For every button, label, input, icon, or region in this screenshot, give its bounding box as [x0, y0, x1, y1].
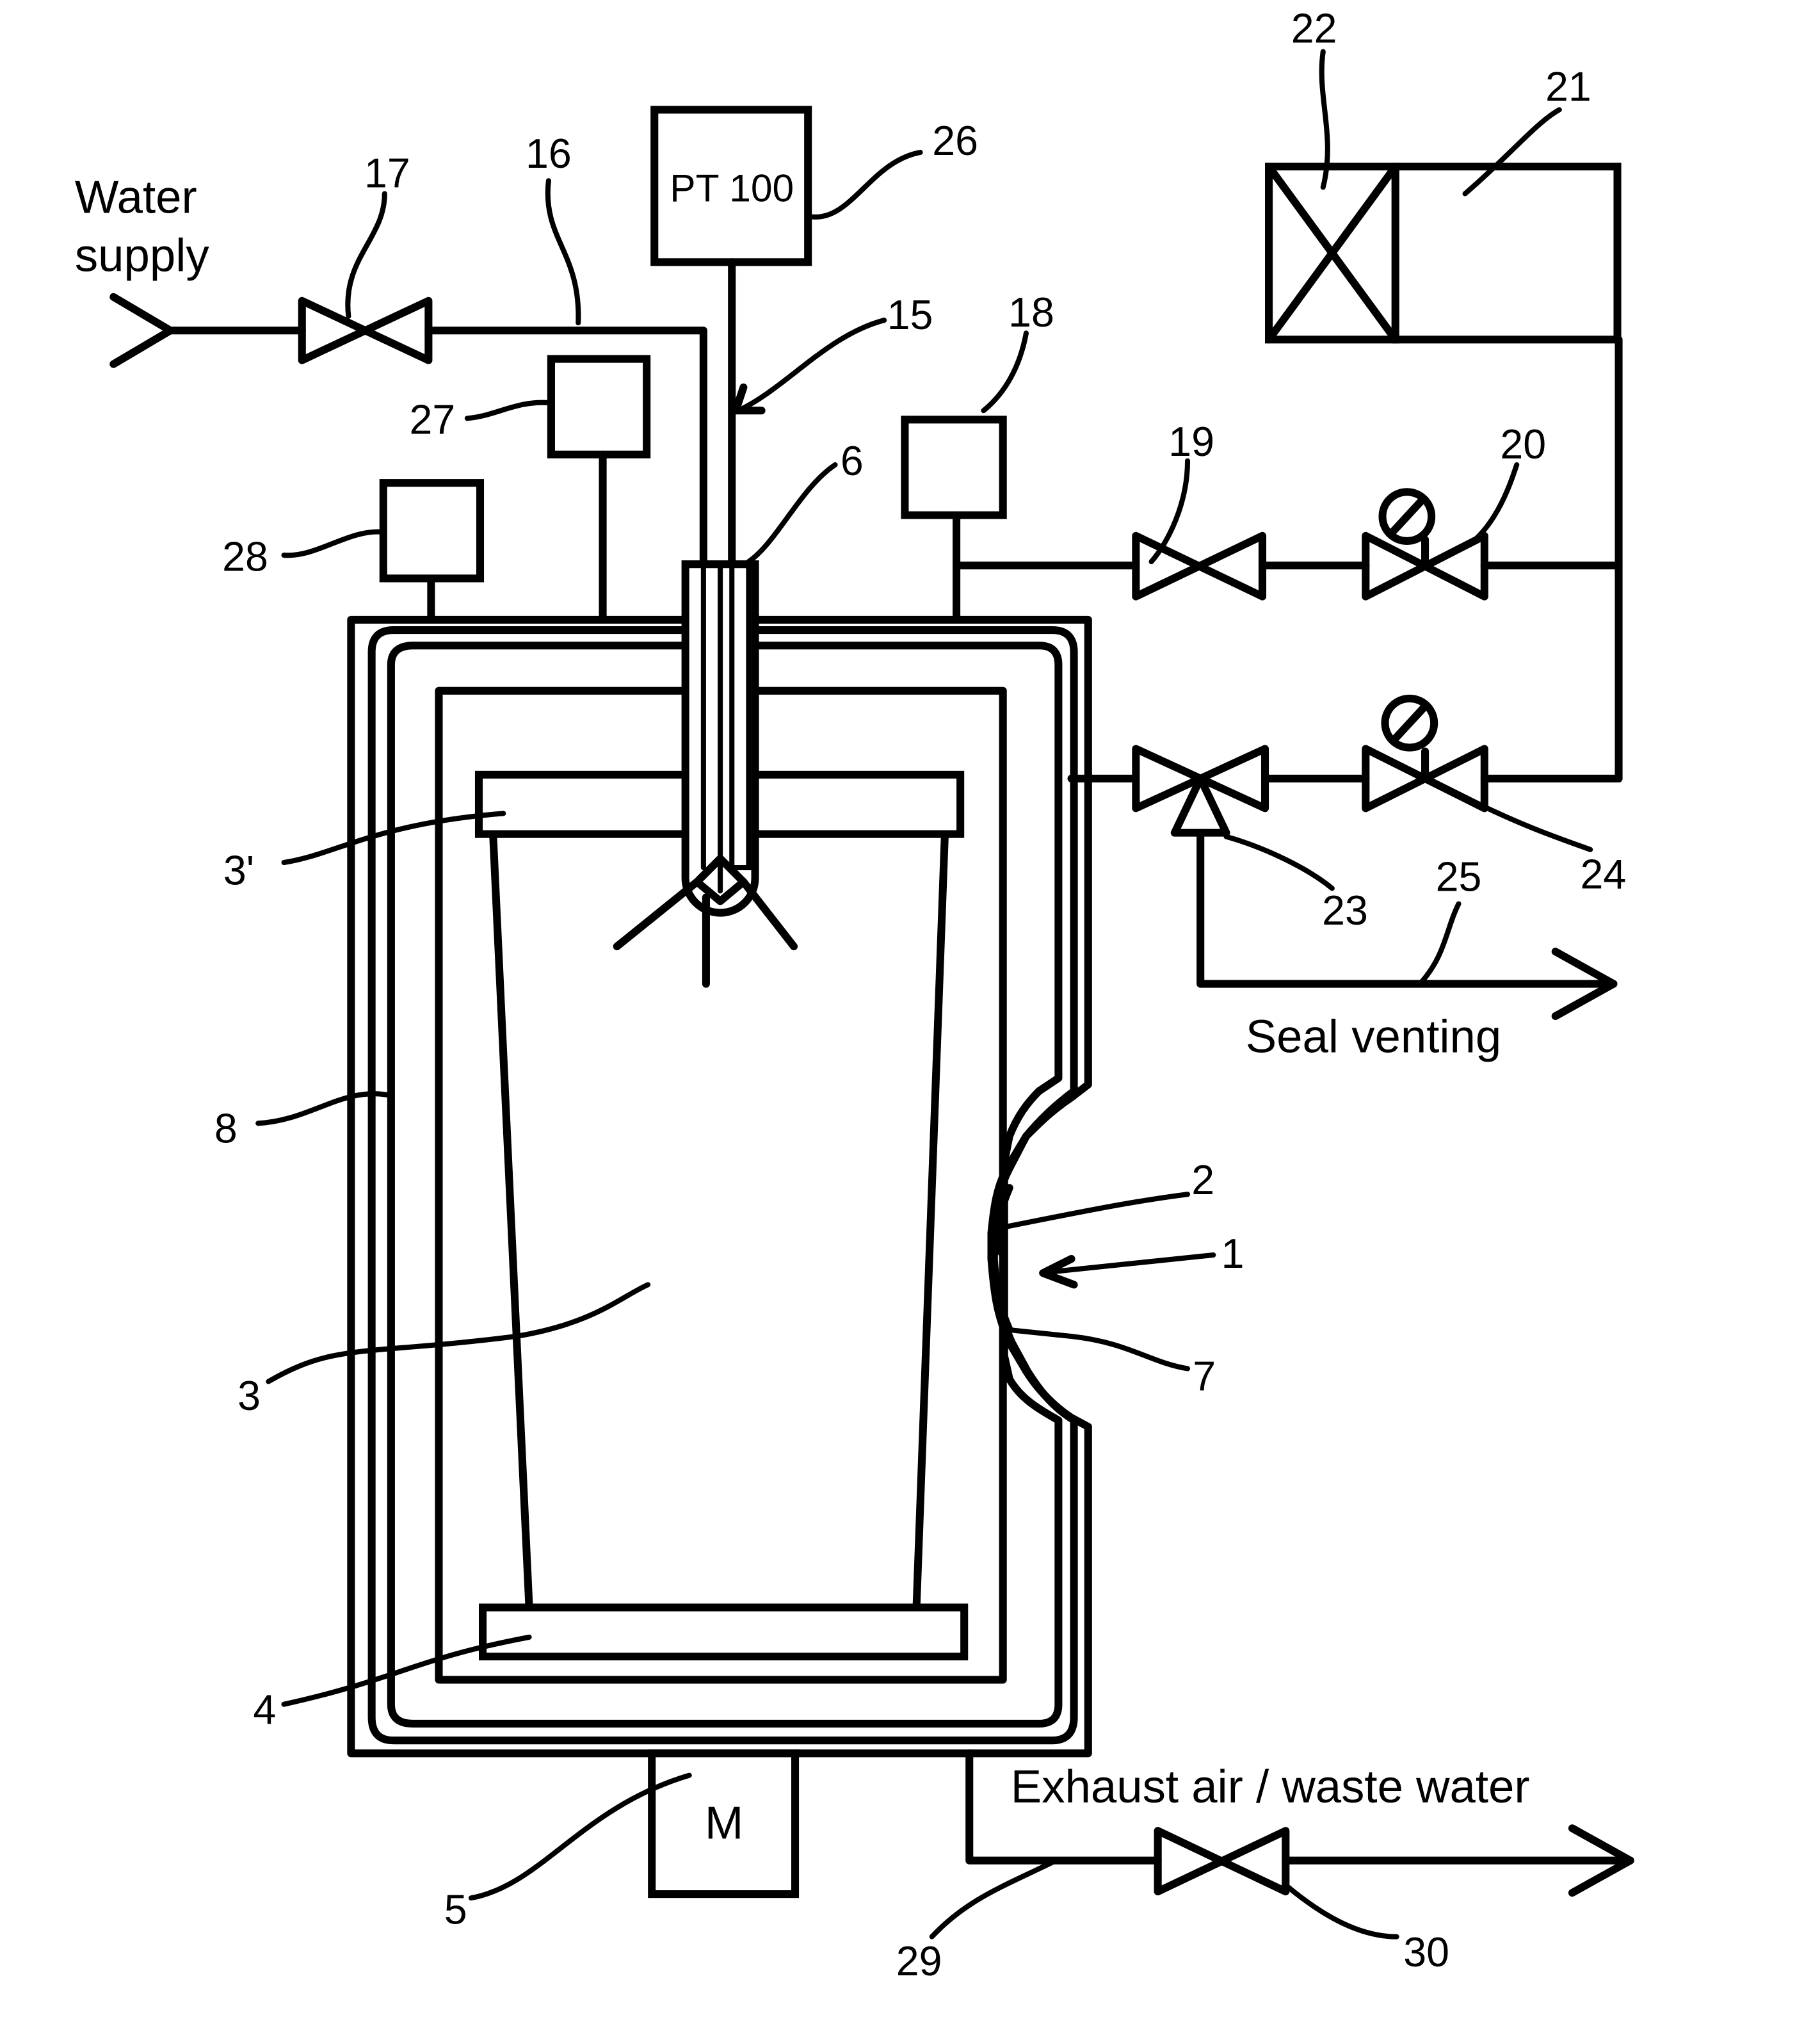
label-2: 2 [1191, 1157, 1214, 1203]
leader-29 [932, 1861, 1056, 1937]
label-20: 20 [1500, 421, 1546, 467]
label-7: 7 [1193, 1354, 1216, 1400]
label-21: 21 [1545, 63, 1591, 109]
leader-1 [1052, 1255, 1213, 1272]
label-19: 19 [1168, 419, 1214, 465]
motor-text: M [705, 1797, 743, 1849]
label-25: 25 [1436, 854, 1482, 900]
leader-23 [1227, 837, 1332, 889]
leader-15 [738, 320, 884, 410]
label-18: 18 [1008, 289, 1054, 336]
label-27: 27 [410, 397, 456, 443]
label-6: 6 [841, 438, 864, 484]
leader-24 [1472, 800, 1591, 850]
label-15: 15 [887, 292, 933, 338]
water-supply-text-2: supply [75, 229, 210, 281]
box-27 [551, 359, 647, 455]
unit-21 [1396, 166, 1618, 339]
pt100-text: PT 100 [670, 166, 794, 210]
water-inlet-connector [113, 297, 170, 364]
spray-jet-left [617, 882, 697, 946]
leader-6 [748, 465, 835, 562]
label-29: 29 [896, 1938, 942, 1984]
gauge-20-needle [1392, 499, 1422, 533]
leader-7 [1010, 1330, 1188, 1368]
label-24: 24 [1580, 851, 1626, 897]
valve-17 [302, 301, 429, 360]
leader-16 [548, 181, 579, 323]
lower-plate-4 [483, 1607, 964, 1656]
label-28: 28 [222, 533, 268, 579]
leader-28 [284, 532, 382, 556]
water-supply-text-1: Water [75, 172, 197, 223]
label-4: 4 [253, 1687, 276, 1733]
label-30: 30 [1403, 1929, 1449, 1975]
spray-jet-right [743, 882, 794, 946]
leader-20 [1469, 465, 1517, 545]
leader-30 [1285, 1885, 1396, 1937]
valve-19 [1136, 536, 1262, 597]
leader-27 [467, 403, 550, 419]
leader-17 [348, 193, 385, 316]
label-3prime: 3' [223, 847, 254, 893]
leader-4 [284, 1637, 529, 1704]
label-22: 22 [1291, 6, 1337, 52]
label-8: 8 [214, 1106, 238, 1152]
label-3: 3 [238, 1373, 261, 1419]
leader-25 [1420, 904, 1458, 984]
label-23: 23 [1322, 887, 1368, 934]
leader-2 [1007, 1194, 1188, 1226]
basket-side-left [493, 834, 529, 1608]
label-1: 1 [1221, 1231, 1244, 1277]
leader-18 [983, 333, 1026, 410]
label-16: 16 [526, 131, 572, 177]
valve-30 [1158, 1831, 1286, 1891]
exhaust-text: Exhaust air / waste water [1011, 1761, 1530, 1813]
label-17: 17 [364, 150, 410, 196]
label-26: 26 [932, 118, 978, 164]
basket-side-right [917, 834, 945, 1608]
leader-3 [268, 1284, 648, 1381]
leader-26 [813, 152, 920, 217]
seal-venting-text: Seal venting [1246, 1010, 1501, 1062]
label-5: 5 [444, 1887, 467, 1933]
box-28 [383, 483, 480, 578]
gauge-24-needle [1394, 706, 1425, 740]
seal-vent-line-25 [1200, 833, 1613, 984]
box-18 [905, 419, 1003, 515]
